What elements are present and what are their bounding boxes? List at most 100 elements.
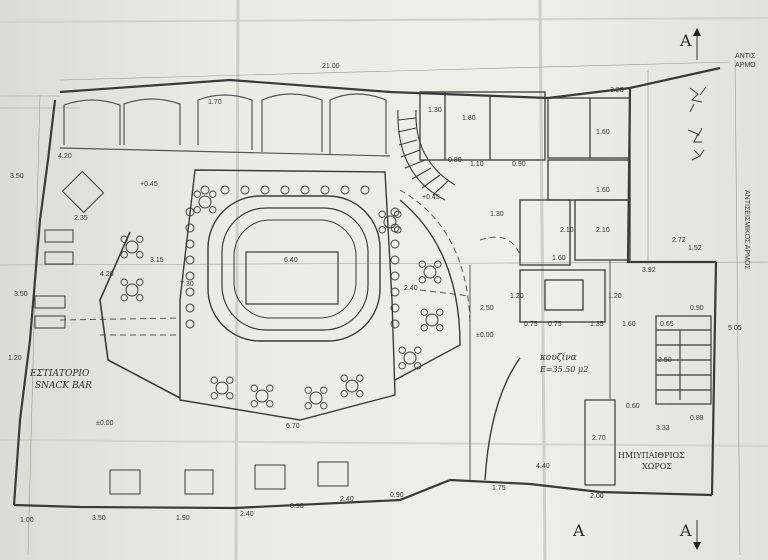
room-label-kitchen: κουζίνα: [539, 352, 577, 363]
chair: [398, 362, 406, 370]
chair: [136, 294, 144, 302]
chair: [394, 210, 402, 218]
chair: [220, 185, 230, 195]
paper-fold: [234, 0, 240, 560]
dimension-label: 1.20: [8, 355, 22, 362]
dimension-label: 0.88: [690, 415, 704, 422]
chair: [356, 390, 364, 398]
dimension-label: 0.75: [548, 321, 562, 328]
dimension-label: 0.60: [626, 403, 640, 410]
chairs: [185, 185, 400, 329]
neighbor-label: ΑΝΤΙΣ: [735, 53, 756, 60]
wc-block: [419, 91, 631, 323]
chair: [185, 303, 195, 313]
dimension-label: 1.90: [176, 515, 190, 522]
room-label-semi-outdoor: ΗΜΙΥΠΑΙΘΡΙΟΣ: [618, 451, 685, 460]
dimension-label: 2.35: [74, 215, 88, 222]
chair: [185, 287, 195, 297]
dimension-label: 3.92: [642, 267, 656, 274]
dimension-label: 5.05: [728, 325, 742, 332]
chair: [185, 239, 195, 249]
chair: [434, 260, 442, 268]
dimension-label: 21.00: [322, 63, 340, 70]
chair: [390, 271, 400, 281]
dimension-label: 2.40: [240, 511, 254, 518]
dimension-label: 1.70: [208, 99, 222, 106]
chair: [120, 278, 128, 286]
dimension-label: 2.40: [340, 496, 354, 503]
dimension-label: 1.00: [20, 517, 34, 524]
neighbor-label: ΑΡΜΟ: [735, 62, 756, 69]
chair: [436, 308, 444, 316]
round-table: [423, 265, 437, 279]
section-marker-bottom: A: [679, 520, 701, 550]
chair: [434, 276, 442, 284]
chair: [320, 386, 328, 394]
room-label-restaurant: ΕΣΤΙΑΤΟΡΙΟ: [29, 369, 90, 379]
chair: [260, 185, 270, 195]
kitchen-counter-curve: [484, 357, 521, 481]
dimension-label: 1.30: [428, 107, 442, 114]
dimension-label: 4.40: [536, 463, 550, 470]
elevation-mark: ±0.00: [96, 420, 114, 427]
chair: [136, 251, 144, 259]
circulation-lines: [59, 189, 521, 336]
room-label-semi-outdoor: ΧΩΡΟΣ: [642, 462, 672, 471]
dimension-label: 1.30: [490, 211, 504, 218]
dimension-label: 6.70: [286, 423, 300, 430]
chair: [210, 376, 218, 384]
chair: [120, 251, 128, 259]
dimension-label: 1.75: [492, 485, 506, 492]
dimension-label: 0.90: [512, 161, 526, 168]
chair: [136, 278, 144, 286]
chair: [360, 185, 370, 195]
chair: [390, 239, 400, 249]
section-marker-label: A: [679, 31, 692, 50]
dimension-label: 2.00: [590, 493, 604, 500]
right-stair: [584, 315, 712, 486]
dimension-label: 4.20: [58, 153, 72, 160]
chair: [420, 324, 428, 332]
dimension-label: 1.35: [590, 321, 604, 328]
chair: [193, 206, 201, 214]
right-counter: [394, 199, 461, 381]
chair: [390, 319, 400, 329]
round-table: [198, 195, 212, 209]
dimension-label: 2.10: [560, 227, 574, 234]
bar-counter: [99, 231, 181, 399]
paper-fold: [0, 439, 768, 447]
chair: [390, 223, 400, 233]
chair: [340, 374, 348, 382]
dimension-label: 7.30: [180, 281, 194, 288]
outer-walls: [12, 66, 721, 510]
round-table: [255, 389, 269, 403]
round-table: [383, 215, 397, 229]
chair: [280, 185, 290, 195]
dimension-label: 1.60: [596, 129, 610, 136]
chair: [378, 226, 386, 234]
chair: [185, 271, 195, 281]
chair: [356, 374, 364, 382]
dimension-label: 0.90: [390, 492, 404, 499]
section-marker-label: A: [572, 521, 585, 540]
dimension-label: 3.15: [150, 257, 164, 264]
axis-lines: [0, 59, 768, 556]
round-table: [215, 381, 229, 395]
chair: [209, 206, 217, 214]
elevation-mark: +0.45: [422, 194, 440, 201]
chair: [320, 185, 330, 195]
chair: [266, 400, 274, 408]
chair: [394, 226, 402, 234]
dimension-label: 3.28: [610, 87, 624, 94]
dimension-labels: 21.00 1.00 3.50 1.90 2.40 0.90 2.40 0.90…: [8, 63, 742, 524]
dimension-label: 3.50: [10, 173, 24, 180]
dimension-label: 2.10: [596, 227, 610, 234]
round-table: [403, 351, 417, 365]
chair: [390, 287, 400, 297]
dimension-label: 3.33: [656, 425, 670, 432]
chair: [340, 390, 348, 398]
chair: [418, 276, 426, 284]
spiral-stair: [397, 109, 456, 201]
chair: [120, 235, 128, 243]
chair: [418, 260, 426, 268]
